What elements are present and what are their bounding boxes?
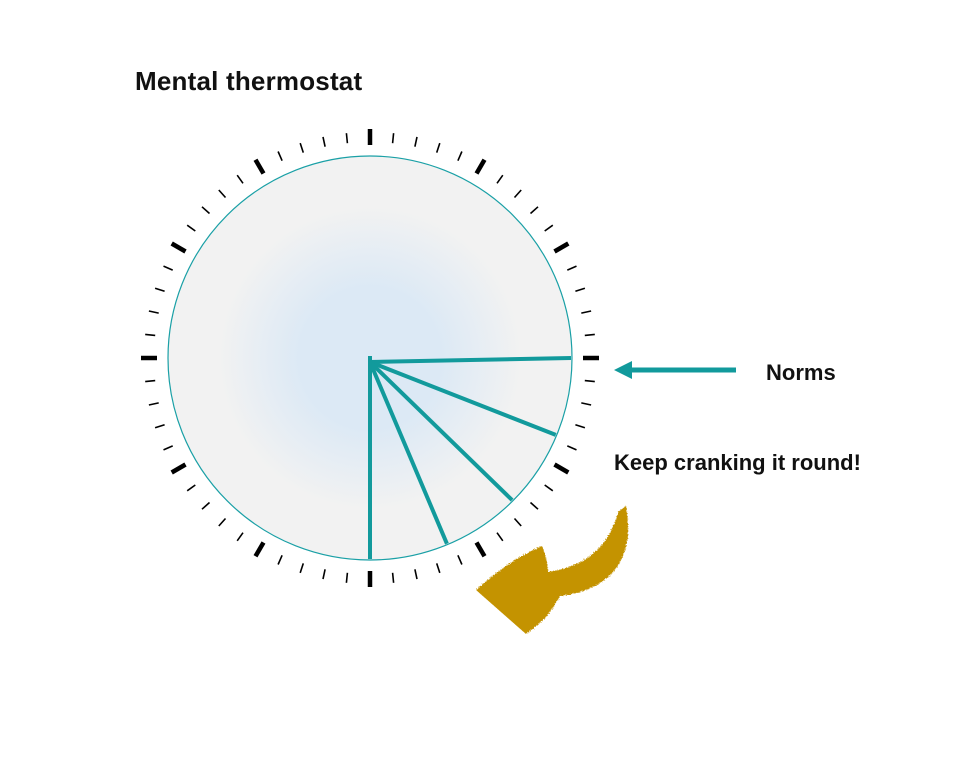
needle-2 xyxy=(369,360,557,437)
minor-tick xyxy=(186,224,196,232)
major-tick xyxy=(474,158,487,175)
minor-tick xyxy=(154,287,165,293)
minor-tick xyxy=(218,189,227,199)
minor-tick xyxy=(345,572,349,583)
minor-tick xyxy=(322,136,326,147)
minor-tick xyxy=(345,133,349,144)
minor-tick xyxy=(163,445,174,451)
minor-tick xyxy=(584,379,595,383)
dial-ticks xyxy=(141,129,599,587)
minor-tick xyxy=(236,532,244,542)
minor-tick xyxy=(145,379,156,383)
minor-tick xyxy=(544,484,554,492)
minor-tick xyxy=(145,333,156,337)
minor-tick xyxy=(513,189,522,199)
minor-tick xyxy=(277,554,283,565)
minor-tick xyxy=(457,554,463,565)
minor-tick xyxy=(186,484,196,492)
dial-needles xyxy=(368,356,572,559)
needle-3 xyxy=(368,360,514,502)
minor-tick xyxy=(584,333,595,337)
minor-tick xyxy=(236,174,244,184)
minor-tick xyxy=(201,206,211,215)
major-tick xyxy=(474,541,487,558)
minor-tick xyxy=(322,569,326,580)
needle-1 xyxy=(369,356,572,364)
major-tick xyxy=(253,158,266,175)
needle-4 xyxy=(368,361,449,545)
minor-tick xyxy=(581,402,592,406)
major-tick xyxy=(553,462,570,475)
minor-tick xyxy=(435,142,441,153)
minor-tick xyxy=(201,501,211,510)
major-tick xyxy=(253,541,266,558)
minor-tick xyxy=(414,136,418,147)
minor-tick xyxy=(148,402,159,406)
minor-tick xyxy=(414,569,418,580)
minor-tick xyxy=(544,224,554,232)
minor-tick xyxy=(391,133,395,144)
major-tick xyxy=(170,241,187,254)
minor-tick xyxy=(529,501,539,510)
minor-tick xyxy=(575,423,586,429)
arrow-left-icon xyxy=(614,361,736,379)
curved-arrow-icon xyxy=(476,506,629,634)
minor-tick xyxy=(575,287,586,293)
minor-tick xyxy=(435,563,441,574)
minor-tick xyxy=(581,310,592,314)
minor-tick xyxy=(148,310,159,314)
minor-tick xyxy=(391,572,395,583)
pointer-arrow-head xyxy=(614,361,632,379)
minor-tick xyxy=(513,517,522,527)
minor-tick xyxy=(566,445,577,451)
norms-label: Norms xyxy=(766,360,836,385)
minor-tick xyxy=(496,532,504,542)
page-title: Mental thermostat xyxy=(135,66,363,96)
major-tick xyxy=(553,241,570,254)
minor-tick xyxy=(566,265,577,271)
minor-tick xyxy=(457,151,463,162)
minor-tick xyxy=(529,206,539,215)
minor-tick xyxy=(299,142,305,153)
minor-tick xyxy=(163,265,174,271)
minor-tick xyxy=(299,563,305,574)
major-tick xyxy=(170,462,187,475)
keep-cranking-label: Keep cranking it round! xyxy=(614,450,861,475)
minor-tick xyxy=(277,151,283,162)
minor-tick xyxy=(218,517,227,527)
minor-tick xyxy=(496,174,504,184)
minor-tick xyxy=(154,423,165,429)
